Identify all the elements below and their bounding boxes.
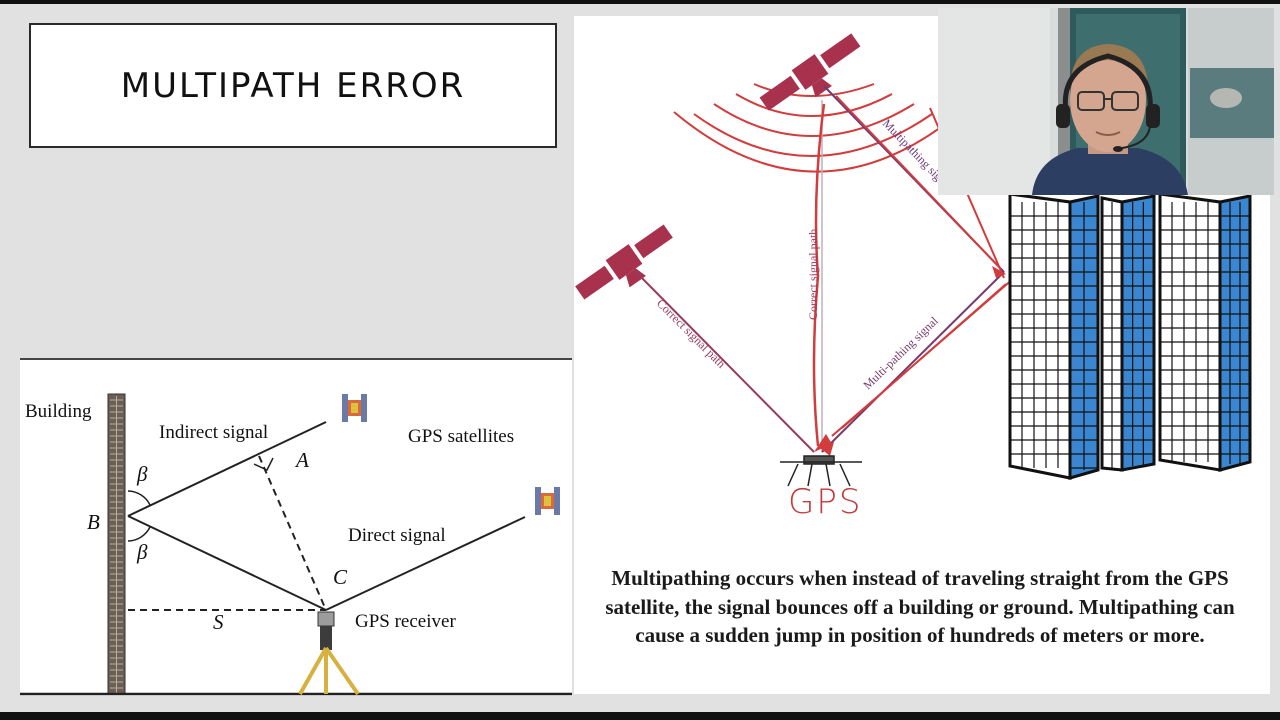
correct-signal-path-left (635, 271, 815, 453)
indirect-signal-line-incoming (127, 421, 327, 517)
slide-title: MULTIPATH ERROR (120, 65, 466, 106)
building-middle-side (1120, 194, 1156, 472)
arrowhead-building (992, 266, 1006, 278)
direct-signal-line (325, 516, 526, 611)
multipath-caption: Multipathing occurs when instead of trav… (605, 566, 1235, 647)
geometry-svg (20, 393, 572, 696)
arrowhead-left (814, 434, 832, 452)
angle-arc-bottom (127, 526, 151, 542)
satellite-icon (759, 33, 861, 111)
label-angle-beta-top: β (137, 462, 148, 486)
building-right-side (1218, 194, 1252, 472)
top-frame-bar (0, 0, 1280, 4)
label-point-c: C (333, 565, 348, 589)
label-correct-signal-path-vertical: Correct signal path (806, 229, 820, 320)
multipath-illustration: Correct signal path Correct signal path … (574, 16, 1270, 694)
building-right (1158, 192, 1222, 472)
presenter-webcam-video (938, 8, 1274, 195)
satellite-icon (535, 487, 560, 515)
gps-receiver-label: GPS (788, 482, 863, 522)
perpendicular-dashed-line (258, 455, 327, 611)
angle-arc-top (127, 490, 151, 506)
signal-wave-arcs (673, 83, 949, 173)
label-point-b: B (87, 510, 100, 534)
illustration-svg: Correct signal path Correct signal path … (575, 33, 1252, 487)
title-box: MULTIPATH ERROR (29, 23, 557, 148)
multipath-geometry-diagram: Building Indirect signal GPS satellites … (20, 358, 572, 696)
building-left (1008, 192, 1072, 480)
annotated-vertical-path (812, 103, 826, 447)
annotated-multipath-lower (831, 277, 1015, 437)
label-building: Building (25, 401, 92, 422)
right-angle-marker (253, 457, 274, 471)
gps-receiver-device-icon (780, 455, 862, 487)
label-correct-signal-path-left: Correct signal path (654, 296, 728, 370)
label-angle-beta-bottom: β (137, 540, 148, 564)
arrowhead-multipath (820, 442, 834, 456)
multipath-signal-lower (821, 271, 1005, 453)
label-indirect-signal: Indirect signal (159, 422, 269, 443)
indirect-signal-line-reflected (127, 515, 327, 611)
satellite-icon (342, 394, 367, 422)
label-distance-s: S (213, 610, 224, 634)
label-gps-receiver: GPS receiver (355, 611, 456, 632)
label-direct-signal: Direct signal (348, 525, 446, 546)
gps-receiver-tripod-icon (298, 611, 360, 696)
presenter-webcam-image (938, 8, 1274, 195)
building-column (107, 393, 126, 695)
label-point-a: A (296, 448, 309, 472)
label-gps-satellites: GPS satellites (408, 426, 515, 447)
buildings-group (1008, 192, 1252, 480)
bottom-frame-bar (0, 712, 1280, 720)
satellite-icon (575, 224, 673, 300)
